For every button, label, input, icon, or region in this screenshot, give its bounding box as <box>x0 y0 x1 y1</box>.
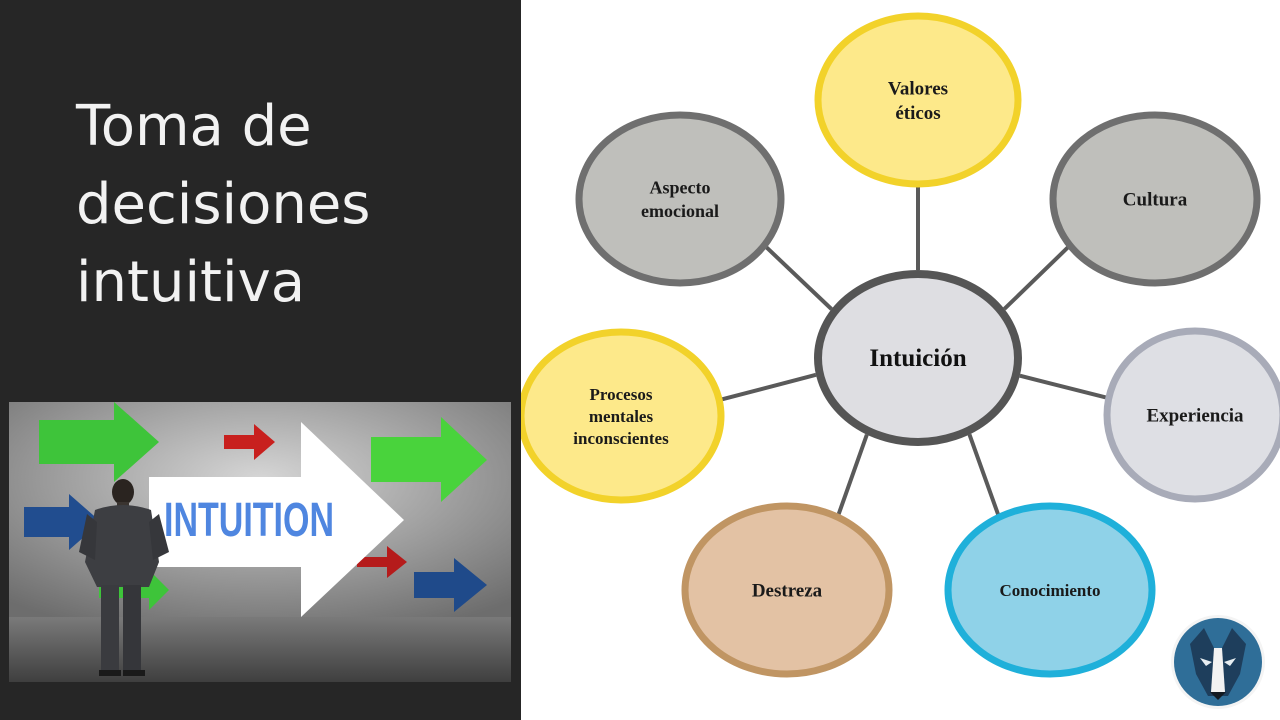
connector-aspecto <box>766 247 831 309</box>
intuition-diagram: Valores éticosCulturaExperienciaConocimie… <box>521 0 1280 720</box>
node-procesos-label: mentales <box>589 407 654 426</box>
node-experiencia-label: Experiencia <box>1146 406 1244 427</box>
node-destreza-label: Destreza <box>752 581 823 602</box>
node-aspecto-label: Aspecto <box>650 178 711 198</box>
sign-text: INTUITION <box>164 494 334 547</box>
title-line-3: intuitiva <box>76 244 506 322</box>
connector-conocimiento <box>969 434 998 514</box>
node-procesos: Procesos mentales inconscientes <box>521 332 721 500</box>
left-panel: Toma de decisiones intuitiva <box>0 0 521 720</box>
intuition-photo: INTUITION <box>9 402 511 682</box>
node-conocimiento: Conocimiento <box>948 506 1152 674</box>
node-cultura: Cultura <box>1053 115 1257 283</box>
connector-procesos <box>722 375 816 399</box>
node-valores-label: éticos <box>895 103 940 124</box>
node-aspecto-shape <box>579 115 781 283</box>
node-aspecto: Aspecto emocional <box>579 115 781 283</box>
node-valores: Valores éticos <box>818 16 1018 184</box>
photo-floor <box>9 617 511 682</box>
connector-experiencia <box>1020 376 1106 398</box>
connector-destreza <box>839 435 867 515</box>
node-procesos-label: Procesos <box>590 385 653 404</box>
connector-cultura <box>1004 247 1067 309</box>
node-valores-label: Valores <box>888 78 948 99</box>
title-line-1: Toma de <box>76 88 506 166</box>
wolf-logo-icon <box>1170 614 1266 710</box>
node-experiencia: Experiencia <box>1107 331 1280 499</box>
node-procesos-label: inconscientes <box>573 429 669 448</box>
node-valores-shape <box>818 16 1018 184</box>
node-conocimiento-label: Conocimiento <box>999 581 1100 600</box>
node-destreza: Destreza <box>685 506 889 674</box>
title-line-2: decisiones <box>76 166 506 244</box>
slide-title: Toma de decisiones intuitiva <box>76 88 506 322</box>
node-center: Intuición <box>818 274 1018 442</box>
node-cultura-label: Cultura <box>1123 190 1188 211</box>
node-aspecto-label: emocional <box>641 201 719 221</box>
node-center-label: Intuición <box>869 345 966 372</box>
